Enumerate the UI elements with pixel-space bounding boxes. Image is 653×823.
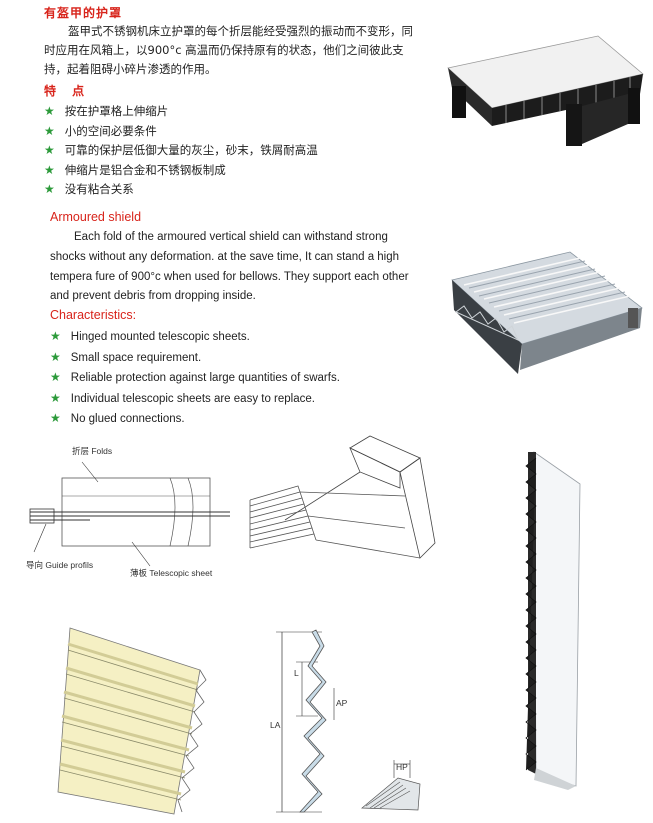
cn-feature-text: 小的空间必要条件 [64, 123, 157, 138]
cn-feature-text: 没有粘合关系 [64, 182, 134, 197]
star-icon: ★ [44, 162, 55, 177]
list-item: ★ Hinged mounted telescopic sheets. [50, 327, 340, 348]
product-photo-black-cover [447, 35, 644, 146]
product-photo-silver-cover [451, 251, 643, 374]
star-icon: ★ [50, 411, 61, 426]
cn-feature-list: ★ 按在护罩格上伸缩片 ★ 小的空间必要条件 ★ 可靠的保护层低御大量的灰尘，砂末，铁… [44, 102, 318, 200]
star-icon: ★ [44, 182, 55, 197]
cn-features-heading: 特 点 [44, 84, 91, 98]
list-item: ★ No glued connections. [50, 409, 340, 430]
list-item: ★ Individual telescopic sheets are easy t… [50, 389, 340, 410]
diagram-yellow-folded-sheet [57, 627, 207, 815]
cn-heading: 有盔甲的护罩 [44, 6, 123, 20]
diagram-armoured-shield-isometric [249, 435, 436, 559]
diagram-dimension-drawing [276, 629, 421, 813]
star-icon: ★ [44, 123, 55, 138]
cn-feature-text: 可靠的保护层低御大量的灰尘，砂末，铁屑耐高温 [64, 143, 318, 158]
cn-feature-text: 按在护罩格上伸缩片 [64, 104, 169, 118]
dimension-la-label: LA [270, 720, 281, 730]
dimension-l-label: L [294, 668, 299, 678]
cn-feature-text: 伸缩片是铝合金和不锈钢板制成 [64, 162, 226, 177]
en-feature-text: Hinged mounted telescopic sheets. [70, 331, 250, 343]
list-item: ★ 按在护罩格上伸缩片 [44, 102, 318, 122]
star-icon: ★ [50, 390, 61, 405]
en-feature-text: Small space requirement. [70, 351, 202, 364]
en-feature-text: No glued connections. [70, 413, 185, 426]
star-icon: ★ [50, 370, 61, 385]
list-item: ★ 可靠的保护层低御大量的灰尘，砂末，铁屑耐高温 [44, 141, 318, 161]
en-feature-text: Individual telescopic sheets are easy to… [70, 392, 315, 405]
en-features-heading: Characteristics: [50, 308, 137, 322]
list-item: ★ 伸缩片是铝合金和不锈钢板制成 [44, 161, 318, 181]
en-heading: Armoured shield [50, 210, 142, 224]
star-icon: ★ [50, 349, 61, 364]
list-item: ★ 小的空间必要条件 [44, 122, 318, 142]
product-photo-vertical-bellows [525, 451, 581, 790]
dimension-hp-label: HP [396, 762, 408, 772]
star-icon: ★ [50, 329, 61, 343]
en-feature-list: ★ Hinged mounted telescopic sheets. ★ Smal… [50, 327, 340, 430]
sheet-label: 薄板 Telescopic sheet [130, 568, 213, 578]
list-item: ★ Reliable protection against large quant… [50, 368, 340, 389]
folds-label: 折层 Folds [72, 446, 113, 456]
star-icon: ★ [44, 104, 55, 118]
dimension-ap-label: AP [336, 698, 348, 708]
diagram-folds-cross-section [29, 461, 230, 567]
list-item: ★ 没有粘合关系 [44, 180, 318, 200]
guide-label: 导向 Guide profils [26, 560, 94, 570]
en-paragraph: Each fold of the armoured vertical shiel… [50, 231, 409, 303]
en-feature-text: Reliable protection against large quanti… [70, 372, 340, 385]
list-item: ★ Small space requirement. [50, 348, 340, 369]
star-icon: ★ [44, 143, 55, 158]
cn-paragraph: 盔甲式不锈钢机床立护罩的每个折层能经受强烈的振动而不变形，同时应用在风箱上，以9… [44, 24, 413, 76]
